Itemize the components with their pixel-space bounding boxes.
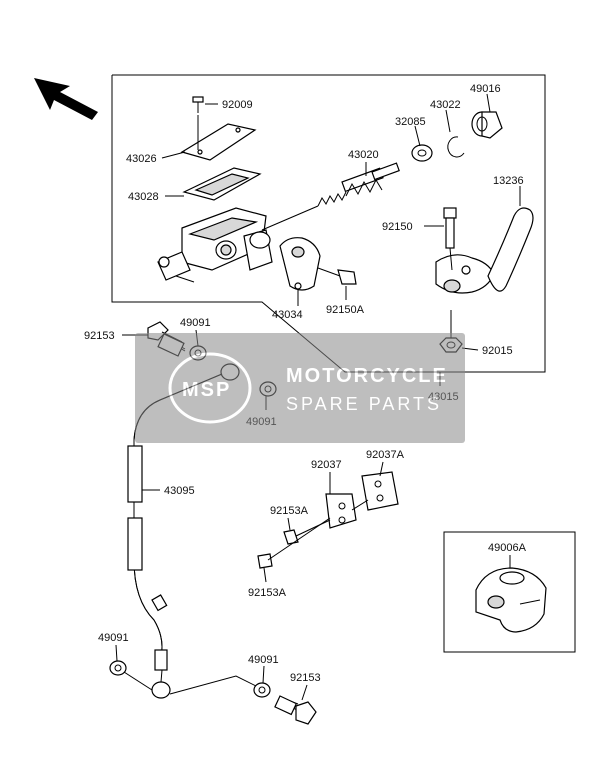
part-label-43022: 43022 [430,99,461,111]
part-label-92009: 92009 [222,99,253,111]
part-label-92153A-a: 92153A [270,505,309,517]
snap-ring-part [447,136,465,158]
part-label-92150A: 92150A [326,304,365,316]
lever-holder-part [475,567,547,633]
part-label-92153A-b: 92153A [248,587,287,599]
washer-part [253,682,271,698]
clamp-bolt-part [257,517,331,569]
part-label-92153-bottom: 92153 [290,672,321,684]
inset-box [443,531,576,653]
clamp-part [279,237,321,291]
part-label-13236: 13236 [493,175,524,187]
watermark-logo-text: MSP [182,379,231,401]
clamp-bolt-part [317,267,357,285]
part-label-92037: 92037 [311,459,342,471]
washer-part [411,144,433,162]
diaphragm-part [182,167,262,201]
watermark-line2: SPARE PARTS [286,394,442,414]
part-label-43028: 43028 [128,191,159,203]
part-label-92153-top: 92153 [84,330,115,342]
banjo-bolt-bottom-part [274,695,317,725]
part-label-43020: 43020 [348,149,379,161]
part-label-92015: 92015 [482,345,513,357]
part-label-43095: 43095 [164,485,195,497]
part-label-49006A: 49006A [488,542,527,554]
piston-assembly-part [261,162,400,231]
pivot-bolt-part [443,207,457,249]
direction-arrow-icon [34,78,98,120]
master-cylinder-body-part [157,207,273,283]
part-label-43034: 43034 [272,309,303,321]
part-label-49091-d: 49091 [248,654,279,666]
hose-clamp-part [325,471,399,529]
assembly-frame [112,74,546,373]
dust-boot-part [471,111,503,139]
washer-part [109,660,127,676]
part-label-32085: 32085 [395,116,426,128]
watermark: MSP MOTORCYCLE SPARE PARTS [135,333,465,443]
part-label-43026: 43026 [126,153,157,165]
part-label-92150: 92150 [382,221,413,233]
watermark-line1: MOTORCYCLE [286,365,448,387]
part-label-49016: 49016 [470,83,501,95]
part-label-49091-a: 49091 [180,317,211,329]
brake-lever-part [435,207,534,294]
screw-part [192,96,204,113]
part-label-92037A: 92037A [366,449,405,461]
reservoir-cap-part [180,123,257,161]
part-label-49091-c: 49091 [98,632,129,644]
